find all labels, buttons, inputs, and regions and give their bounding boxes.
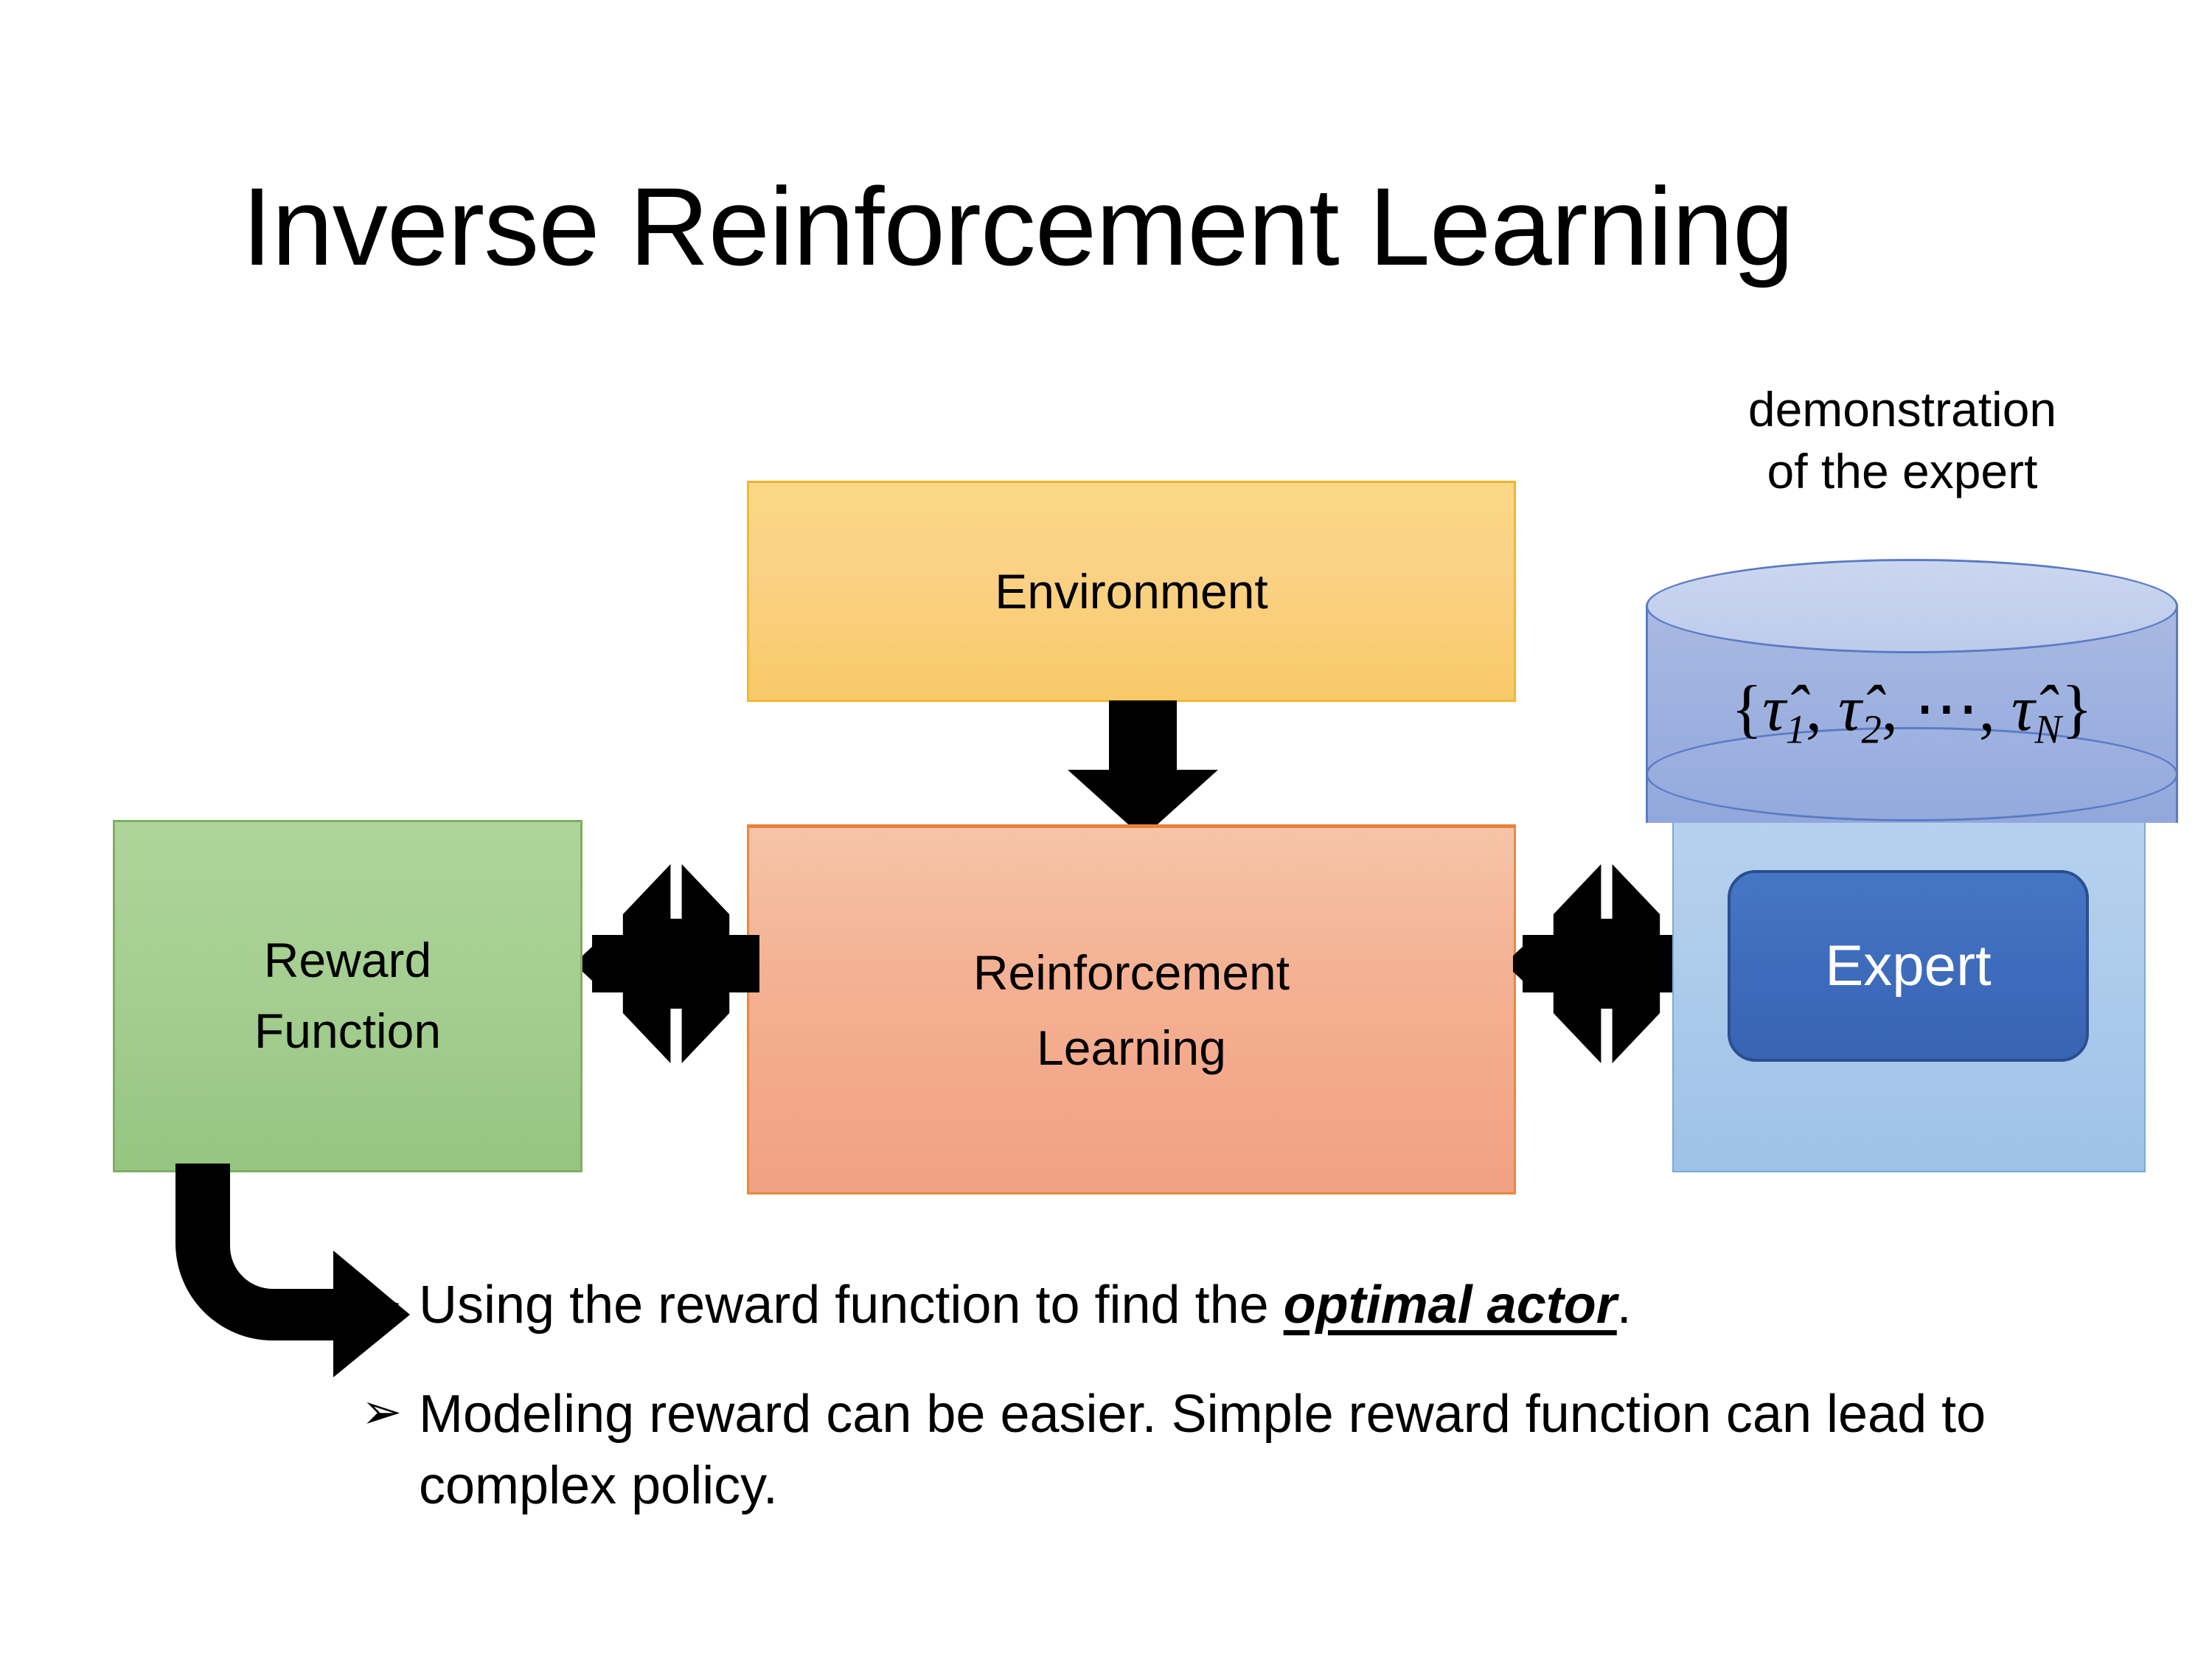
formula-subscript-2: 2 <box>1861 706 1882 752</box>
bullet-arrow-icon: ➢ <box>361 1275 403 1329</box>
demonstration-caption-line1: demonstration <box>1747 382 2057 437</box>
list-item: ➢ Modeling reward can be easier. Simple … <box>361 1379 2057 1521</box>
expert-box: Expert <box>1728 870 2089 1062</box>
bullet-1-text-before: Using the reward function to find the <box>419 1276 1284 1335</box>
reward-box-label-line2: Function <box>254 1004 442 1058</box>
rl-box-label-line1: Reinforcement <box>973 945 1290 1000</box>
environment-box-label: Environment <box>995 563 1268 619</box>
formula-tau-n: τ̂ <box>2011 673 2035 745</box>
formula-subscript-n: N <box>2034 706 2062 752</box>
trajectory-set-formula: {τ̂1, τ̂2, ⋯, τ̂N} <box>1646 669 2178 752</box>
page-title: Inverse Reinforcement Learning <box>241 164 1795 288</box>
formula-subscript-1: 1 <box>1785 706 1806 752</box>
formula-separator-2: , ⋯, <box>1881 673 2011 745</box>
formula-close-brace: } <box>2061 673 2093 745</box>
bullet-1-emphasis: optimal actor <box>1283 1276 1617 1335</box>
reinforcement-learning-box: Reinforcement Learning <box>747 824 1516 1194</box>
formula-tau-1: τ̂ <box>1762 673 1786 745</box>
elbow-arrow-icon <box>175 1164 410 1377</box>
demonstration-caption: demonstration of the expert <box>1630 378 2175 503</box>
down-arrow-icon <box>1068 700 1218 838</box>
bullet-list: ➢ Using the reward function to find the … <box>361 1270 2057 1521</box>
rl-box-label: Reinforcement Learning <box>973 935 1290 1086</box>
bullet-text-1: Using the reward function to find the op… <box>419 1270 2057 1340</box>
bullet-arrow-icon: ➢ <box>361 1384 403 1439</box>
trajectory-cylinder: {τ̂1, τ̂2, ⋯, τ̂N} <box>1646 559 2178 869</box>
reward-function-box: Reward Function <box>113 820 582 1172</box>
demonstration-caption-line2: of the expert <box>1767 444 2038 499</box>
environment-box: Environment <box>747 481 1516 702</box>
cylinder-bottom-ellipse <box>1646 727 2178 821</box>
formula-tau-2: τ̂ <box>1838 673 1862 745</box>
quad-arrow-icon-left <box>582 864 759 1063</box>
bullet-1-text-after: . <box>1616 1276 1632 1335</box>
rl-box-label-line2: Learning <box>1037 1020 1226 1075</box>
reward-box-label-line1: Reward <box>263 933 432 988</box>
formula-separator-1: , <box>1806 673 1839 745</box>
bullet-text-2: Modeling reward can be easier. Simple re… <box>419 1385 1986 1515</box>
list-item: ➢ Using the reward function to find the … <box>361 1270 2057 1340</box>
expert-box-label: Expert <box>1825 933 1992 998</box>
quad-arrow-icon-right <box>1513 864 1690 1063</box>
cylinder-top-ellipse <box>1646 559 2178 653</box>
formula-open-brace: { <box>1731 673 1763 745</box>
reward-box-label: Reward Function <box>254 925 441 1066</box>
